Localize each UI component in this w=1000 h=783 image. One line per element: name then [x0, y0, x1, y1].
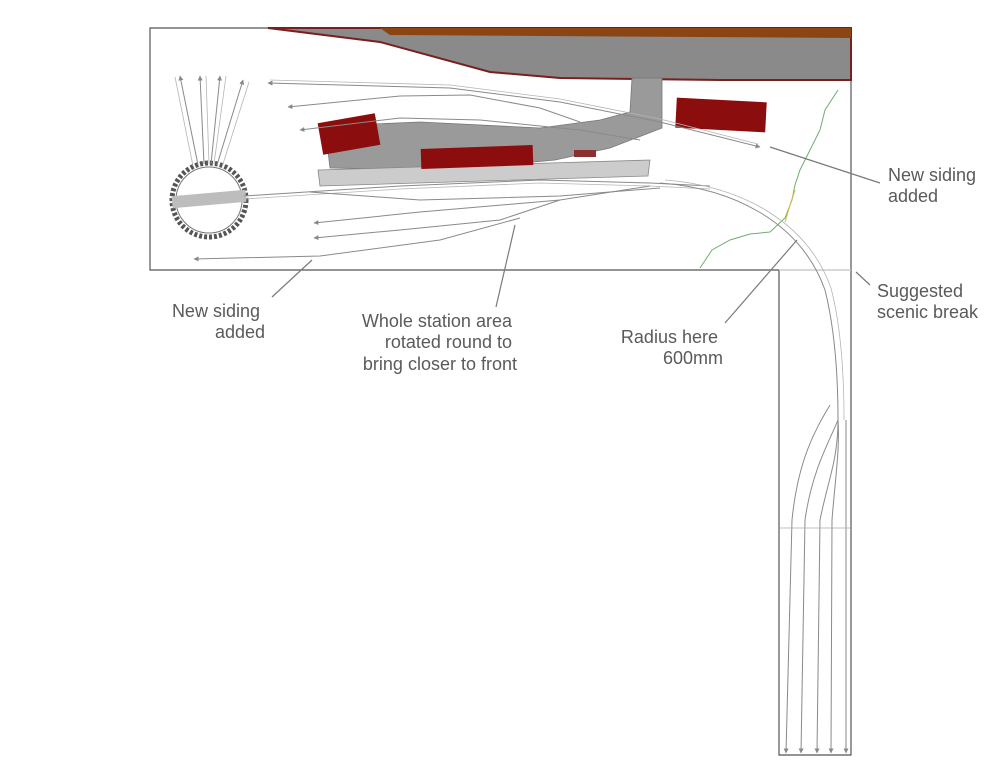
annotation-pointers: [271, 146, 881, 324]
building-icon: [675, 97, 767, 133]
contour-line-yellow: [784, 189, 796, 223]
building-icon: [574, 150, 596, 157]
station-tracks: [193, 79, 761, 262]
road-edge-brown: [380, 28, 851, 38]
platform-light: [317, 159, 651, 187]
fiddle-yard: [780, 420, 850, 754]
building-icon: [420, 145, 534, 169]
radius-label: Radius here 600mm: [621, 327, 723, 368]
turntable-icon: [169, 160, 249, 240]
new-siding-left-label: New siding added: [172, 301, 265, 342]
station-rotated-label: Whole station area rotated round to brin…: [362, 311, 517, 374]
main-curve: [659, 179, 845, 521]
turntable-radial-roads: [174, 75, 250, 168]
scenic-break-label: Suggested scenic break: [877, 281, 979, 322]
new-siding-right-label: New siding added: [888, 165, 981, 206]
